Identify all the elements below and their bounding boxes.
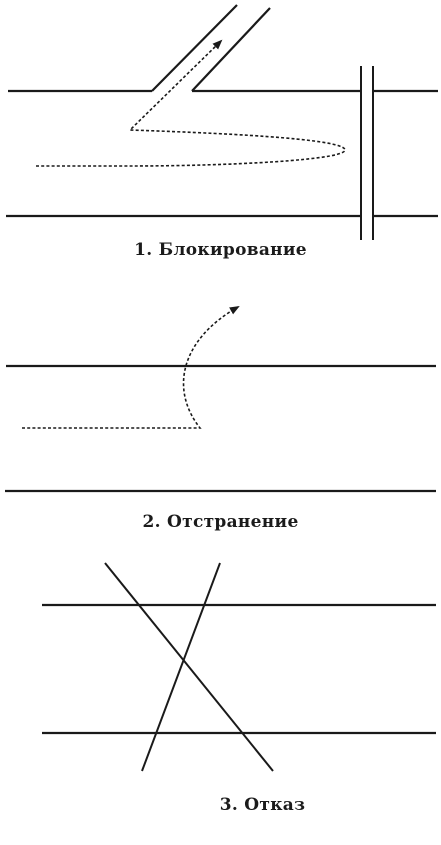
panel-2-path-arrow: [22, 306, 240, 429]
panel-1-caption: 1. Блокирование: [134, 240, 307, 260]
panel-3-refusal: [42, 562, 436, 772]
panel-3-cross-line-b: [141, 562, 221, 772]
panel-1-branch-left-edge: [151, 4, 238, 92]
panel-1-blocking: [6, 4, 438, 240]
panel-2-removal: [5, 306, 436, 493]
panel-1-path-arrow: [36, 39, 346, 167]
panel-1-branch-right-edge: [191, 7, 271, 92]
panel-3-cross-line-a: [104, 562, 274, 772]
panel-2-caption: 2. Отстранение: [142, 512, 299, 532]
panel-3-caption: 3. Отказ: [219, 795, 306, 815]
